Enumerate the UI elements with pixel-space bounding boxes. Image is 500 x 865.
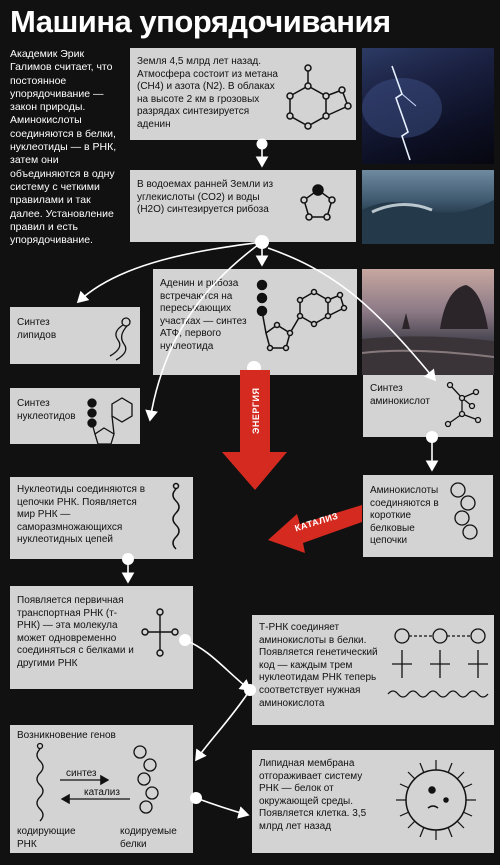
step-atp-text: Аденин и рибоза встречаются на пересыхаю… — [160, 278, 247, 352]
photo-wave — [362, 170, 494, 244]
ribose-molecule — [300, 184, 336, 221]
label-catalysis-small: катализ — [84, 787, 120, 798]
step-lipids — [10, 307, 140, 364]
step-cell-text: Липидная мембрана отгораживает систему Р… — [259, 758, 367, 832]
label-coding-rna: кодирующие РНК — [17, 826, 76, 850]
step-peptides-text: Аминокислоты соединяются в короткие белк… — [370, 485, 439, 547]
photo-thunderstorm — [362, 48, 494, 164]
rocks-icon — [362, 285, 494, 375]
step-adenine-text: Земля 4,5 млрд лет назад. Атмосфера сост… — [137, 56, 278, 130]
step-nucleotides — [10, 388, 140, 444]
energy-arrow — [222, 370, 287, 490]
lightning-icon — [362, 65, 442, 161]
step-peptides — [363, 475, 493, 557]
label-coded-proteins: кодируемые белки — [120, 826, 177, 850]
cell-icon — [396, 760, 476, 840]
rna-chain — [172, 482, 180, 550]
adenine-molecule — [286, 64, 352, 130]
energy-label: ЭНЕРГИЯ — [251, 387, 261, 434]
step-ribose-text: В водоемах ранней Земли из углекислоты (… — [137, 179, 274, 216]
flow-nodes — [122, 138, 438, 804]
intro-text: Академик Эрик Галимов считает, что посто… — [10, 48, 117, 247]
nucleotide-molecule — [87, 397, 133, 445]
step-code — [252, 615, 494, 725]
step-rna-world — [10, 477, 193, 559]
label-synthesis: синтез — [66, 768, 97, 779]
step-code-text: Т-РНК соединяет аминокислоты в белки. По… — [259, 622, 378, 709]
lipid-molecule — [109, 317, 131, 361]
step-trna — [10, 586, 193, 689]
step-trna-text: Появляется первичная транспортная РНК (т… — [17, 595, 134, 669]
step-genes-title: Возникновение генов — [17, 730, 116, 741]
genes-diagram — [36, 742, 159, 822]
page-title: Машина упорядочивания — [10, 4, 391, 39]
step-adenine — [130, 48, 356, 140]
trna-molecule — [141, 608, 179, 657]
catalysis-arrow — [268, 505, 362, 553]
step-atp — [153, 269, 357, 375]
step-lipids-text: Синтез липидов — [17, 317, 57, 341]
step-ribose — [130, 170, 356, 242]
photo-shore — [362, 269, 494, 375]
step-aminoacids-text: Синтез аминокислот — [370, 383, 430, 407]
step-rna-world-text: Нуклеотиды соединяются в цепочки РНК. По… — [17, 484, 146, 546]
step-nucleotides-text: Синтез нуклеотидов — [17, 398, 76, 422]
aminoacid-molecule — [444, 381, 482, 428]
genetic-code-diagram — [387, 628, 489, 698]
step-cell — [252, 750, 494, 853]
wave-icon — [362, 200, 494, 244]
peptide-chain — [450, 482, 478, 540]
atp-molecule — [256, 279, 348, 352]
